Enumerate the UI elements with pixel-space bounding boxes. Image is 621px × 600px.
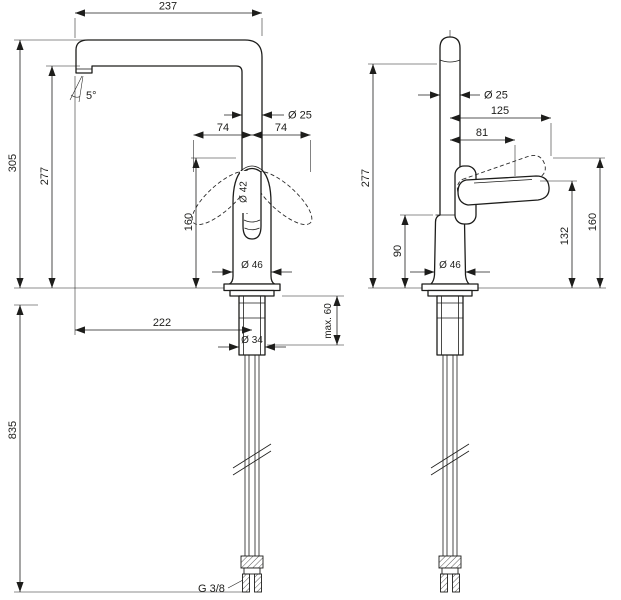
dimension-132: 132	[540, 180, 577, 288]
hose-connectors-side	[240, 555, 264, 593]
dimension-dia25-left: Ø 25	[224, 110, 312, 122]
dim-dia-shank: Ø 34	[241, 335, 263, 346]
hose-break-marks-side	[232, 443, 272, 476]
dim-handle-height-inner: 132	[559, 227, 571, 245]
spout-outlet-detail	[76, 68, 92, 74]
dim-top-width: 237	[159, 1, 177, 13]
dimension-dia34: Ø 34	[218, 335, 286, 351]
dimension-dia46-left: Ø 46	[212, 260, 292, 276]
dimension-dia46-right: Ø 46	[410, 260, 490, 276]
dim-handle-right: 74	[275, 122, 287, 134]
dim-hose-length: 835	[7, 421, 19, 439]
faucet-body-side	[75, 39, 276, 285]
supply-hoses-side	[244, 355, 260, 556]
dimension-237: 237	[74, 1, 263, 38]
left-view: 5°	[69, 39, 313, 593]
shank-side	[238, 295, 266, 356]
dim-dia-column-left: Ø 25	[288, 110, 312, 122]
dimension-max60: max. 60	[267, 295, 344, 346]
handle-lever-front	[457, 175, 550, 206]
dim-dia-base-left: Ø 46	[241, 260, 263, 271]
dimension-160-right: 160	[553, 157, 605, 288]
hose-connectors-front	[438, 555, 462, 593]
dimension-277-right: 277	[360, 63, 437, 288]
faucet-body-front	[430, 36, 470, 285]
dimension-305: 305	[7, 39, 86, 288]
dimension-125: 125	[450, 105, 552, 156]
spout-angle-annotation: 5°	[69, 75, 97, 103]
dimension-thread: G 3/8	[198, 579, 244, 595]
dim-reach: 222	[153, 317, 171, 329]
dim-height-spout-left: 277	[39, 167, 51, 185]
handle-dome-line	[241, 165, 263, 171]
dim-dia-column-right: Ø 25	[484, 90, 508, 102]
dim-dia-base-right: Ø 46	[439, 260, 461, 271]
dim-dia-handle: Ø 42	[239, 181, 250, 203]
base-plate-front	[421, 283, 479, 297]
dim-height-spout-right: 277	[360, 169, 372, 187]
dim-max-counter: max. 60	[323, 303, 334, 339]
dim-handle-height-left: 160	[183, 213, 195, 231]
right-dimensions: Ø 25 125 81 277 90 Ø	[360, 63, 605, 288]
base-plate-side	[223, 283, 281, 297]
dim-width-handle: 81	[476, 127, 488, 139]
dim-height-total: 305	[7, 154, 19, 172]
hose-break-marks-front	[430, 443, 470, 476]
dimension-dia25-right: Ø 25	[418, 90, 508, 102]
dim-spout-angle: 5°	[86, 90, 97, 102]
left-dimensions: 237 305 277 835 74 74	[7, 1, 606, 595]
handle-lever-detail	[473, 179, 533, 184]
dimension-222: 222	[74, 76, 252, 335]
dimension-dia42: Ø 42	[239, 170, 253, 214]
dim-body-height: 90	[392, 245, 404, 257]
supply-hoses-front	[442, 355, 458, 556]
dimension-74-74: 74 74	[193, 122, 311, 172]
dimension-160-left: 160	[183, 157, 236, 288]
dim-handle-left: 74	[217, 122, 229, 134]
dim-width-top: 125	[491, 105, 509, 117]
dim-handle-height-right: 160	[587, 213, 599, 231]
shank-front	[436, 295, 464, 356]
handle-grip-lines	[243, 219, 261, 231]
dimension-90: 90	[392, 214, 433, 288]
dimension-835: 835	[7, 304, 248, 593]
dimension-277-left: 277	[39, 65, 80, 288]
dim-thread: G 3/8	[198, 583, 225, 595]
dimension-81: 81	[450, 127, 516, 176]
right-view	[421, 30, 550, 593]
